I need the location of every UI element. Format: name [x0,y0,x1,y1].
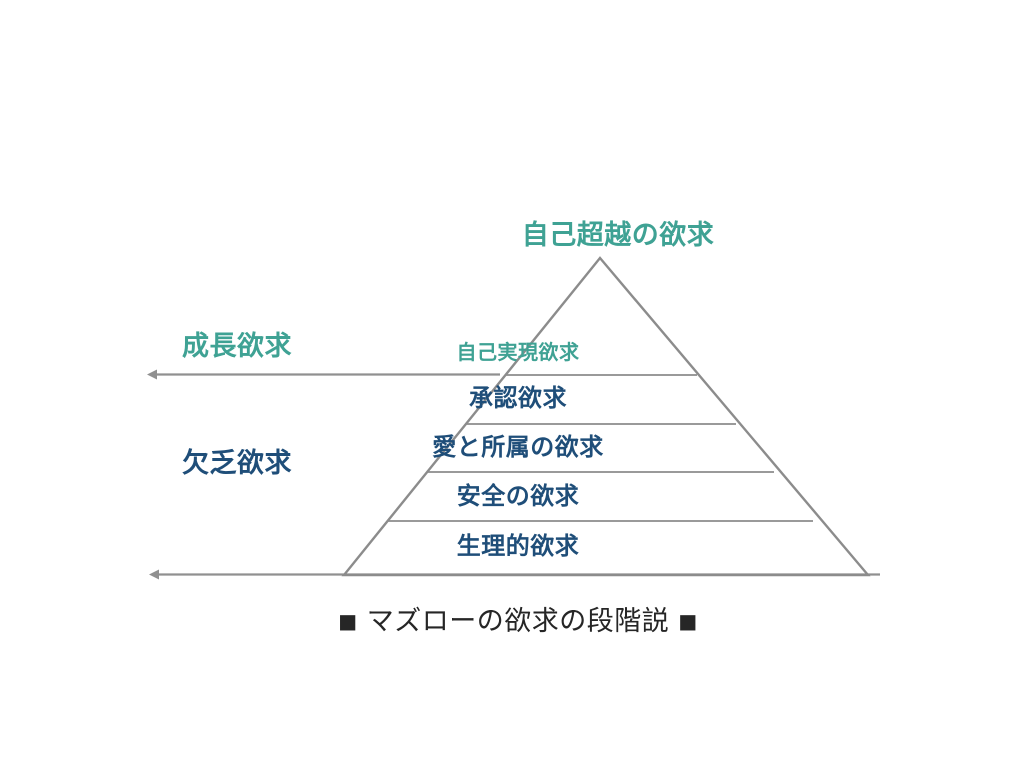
tier-label-esteem: 承認欲求 [469,384,567,412]
tier-label-belonging: 愛と所属の欲求 [432,433,604,461]
caption-text: マズローの欲求の段階説 [366,606,670,637]
tier-label-transcendence: 自己超越の欲求 [521,220,715,251]
diagram-caption: ■ マズローの欲求の段階説 ■ [0,608,1024,635]
caption-right-marker-icon: ■ [678,609,698,633]
pyramid-tier-dividers [387,374,813,522]
caption-left-marker-icon: ■ [338,609,358,633]
tier-label-physiological: 生理的欲求 [456,532,580,560]
group-label-growth: 成長欲求 [182,331,292,362]
group-label-deficiency: 欠乏欲求 [182,448,292,479]
pyramid-outline [341,256,871,577]
tier-label-safety: 安全の欲求 [456,482,580,510]
tier-label-self-actualization: 自己実現欲求 [456,340,580,364]
growth-bracket-arrow [147,369,500,380]
